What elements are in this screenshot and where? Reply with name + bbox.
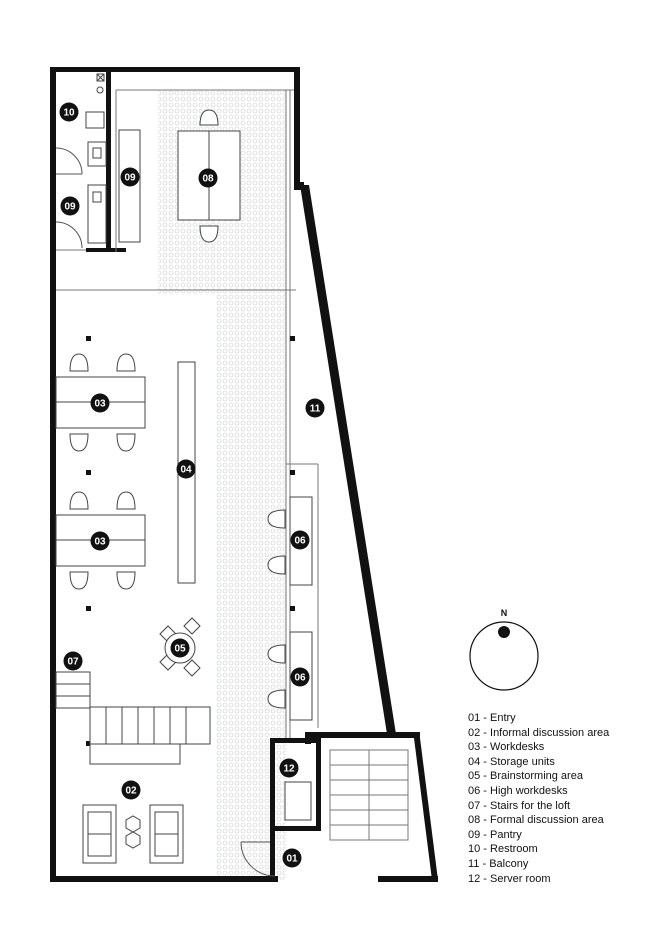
svg-text:05: 05 [174,644,186,655]
tag-08: 08 [198,168,218,188]
server-room [284,781,312,821]
tag-07: 07 [63,651,83,671]
north-marker-icon [498,626,510,638]
tag-02: 02 [121,780,141,800]
tag-06: 06 [290,667,310,687]
stair-wall [414,738,438,880]
legend-item: 06 - High workdesks [468,784,568,797]
legend-item: 10 - Restroom [468,843,538,856]
svg-text:06: 06 [294,536,306,547]
svg-text:N: N [501,608,508,618]
legend-item: 03 - Workdesks [468,741,545,754]
floor-pattern [158,90,286,880]
svg-text:03: 03 [94,399,106,410]
svg-text:09: 09 [64,202,76,213]
legend-item: 09 - Pantry [468,828,522,841]
tag-09: 09 [60,196,80,216]
north-compass: N [469,608,539,691]
sofas [82,804,184,864]
tag-03: 03 [90,531,110,551]
legend: 01 - Entry 02 - Informal discussion area… [468,711,609,886]
tag-09: 09 [120,167,140,187]
restroom-fixtures [85,73,141,244]
svg-text:02: 02 [125,786,137,797]
svg-text:04: 04 [180,465,192,476]
svg-text:10: 10 [63,108,75,119]
walls [50,67,438,882]
tag-11: 11 [305,398,325,418]
svg-text:11: 11 [310,404,321,415]
svg-text:01: 01 [286,854,298,865]
tag-05: 05 [170,638,190,658]
main-stairs [329,749,409,841]
svg-text:12: 12 [283,764,295,775]
legend-item: 04 - Storage units [468,755,555,768]
tag-04: 04 [176,459,196,479]
svg-text:03: 03 [94,537,106,548]
balcony-wall [300,185,396,734]
legend-item: 07 - Stairs for the loft [468,799,571,812]
svg-text:09: 09 [124,173,136,184]
legend-item: 01 - Entry [468,712,516,724]
tag-10: 10 [59,102,79,122]
svg-text:06: 06 [294,673,306,684]
legend-item: 08 - Formal discussion area [468,814,604,827]
loft-stairs [55,671,211,765]
svg-text:08: 08 [202,174,214,185]
legend-item: 05 - Brainstorming area [468,770,583,783]
tag-01: 01 [282,848,302,868]
partitions [56,89,319,738]
doors [55,147,276,877]
legend-item: 02 - Informal discussion area [468,726,610,739]
tag-12: 12 [279,758,299,778]
room-tags: 01 02 03 03 04 05 06 06 07 08 09 09 10 1… [59,102,325,868]
svg-text:07: 07 [67,657,79,668]
columns [86,336,295,746]
legend-item: 11 - Balcony [468,857,529,870]
tag-06: 06 [290,530,310,550]
tag-03: 03 [90,393,110,413]
workdesks [55,353,146,590]
legend-item: 12 - Server room [468,872,551,885]
